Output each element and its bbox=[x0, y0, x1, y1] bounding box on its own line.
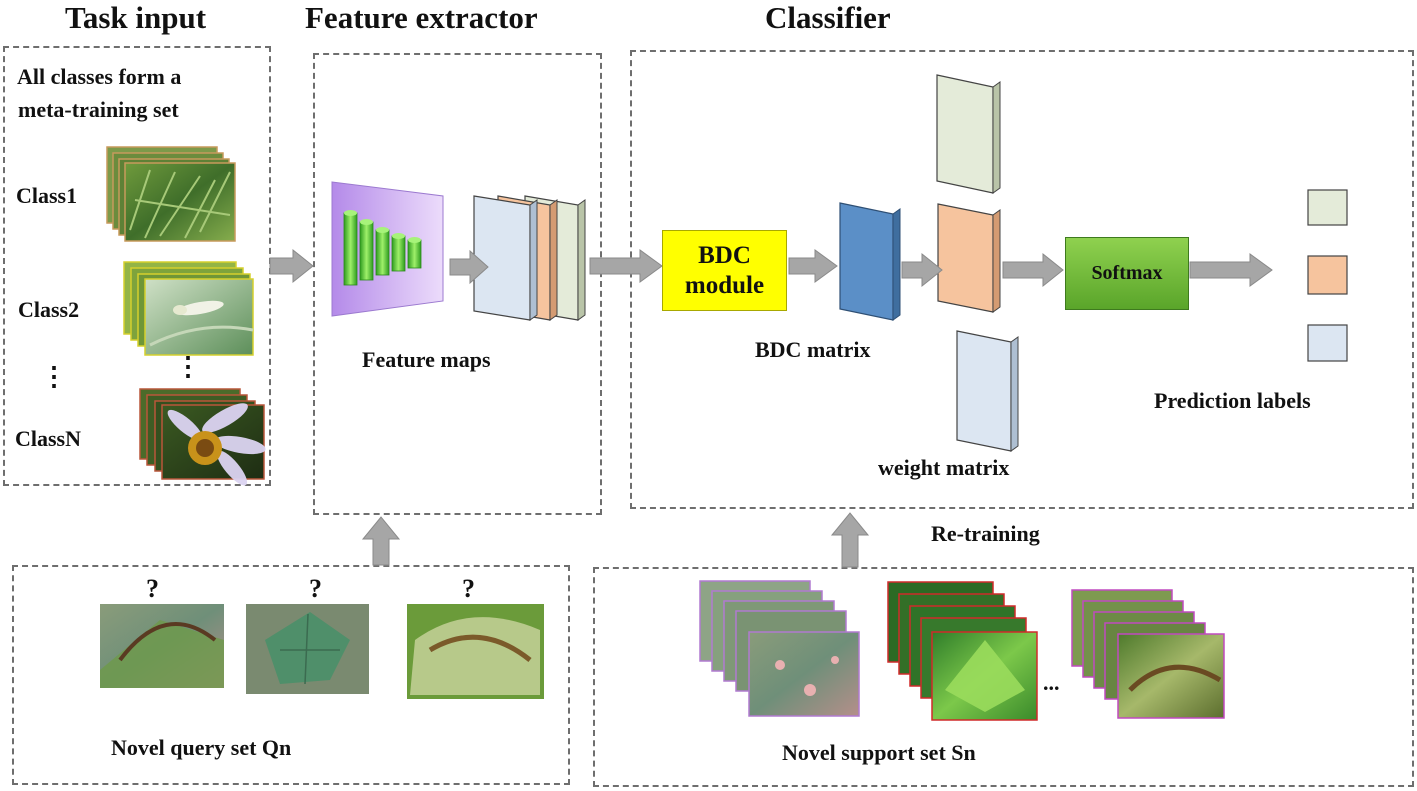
query-set-panel bbox=[12, 565, 570, 785]
heading-task-input: Task input bbox=[65, 0, 207, 35]
query-question-mark-3: ? bbox=[462, 574, 475, 603]
image-ellipsis: ⋮ bbox=[175, 352, 201, 381]
bdc-module-line1: BDC bbox=[698, 241, 751, 269]
class2-label: Class2 bbox=[18, 297, 80, 322]
feature-maps-label: Feature maps bbox=[362, 347, 491, 372]
prediction-labels-label: Prediction labels bbox=[1154, 388, 1311, 413]
weight-matrix-label: weight matrix bbox=[878, 455, 1010, 480]
softmax-box: Softmax bbox=[1065, 237, 1189, 310]
query-set-label: Novel query set Qn bbox=[111, 735, 292, 760]
query-question-mark-2: ? bbox=[309, 574, 322, 603]
meta-training-caption-line1: All classes form a bbox=[17, 64, 182, 89]
support-set-label: Novel support set Sn bbox=[782, 740, 976, 765]
classN-label: ClassN bbox=[15, 426, 82, 451]
heading-classifier: Classifier bbox=[765, 0, 891, 35]
feature-extractor-panel bbox=[313, 53, 602, 515]
class-ellipsis: ⋮ bbox=[41, 362, 67, 391]
class1-label: Class1 bbox=[16, 183, 78, 208]
retraining-label: Re-training bbox=[931, 521, 1040, 546]
support-set-ellipsis: ... bbox=[1043, 670, 1060, 695]
meta-training-caption-line2: meta-training set bbox=[18, 97, 179, 122]
bdc-matrix-label: BDC matrix bbox=[755, 337, 871, 362]
softmax-label: Softmax bbox=[1091, 262, 1163, 284]
query-question-mark-1: ? bbox=[146, 574, 159, 603]
bdc-module-box: BDC module bbox=[662, 230, 787, 311]
heading-feature-extractor: Feature extractor bbox=[305, 0, 538, 35]
bdc-module-line2: module bbox=[684, 271, 765, 299]
classifier-panel bbox=[630, 50, 1414, 509]
support-set-panel bbox=[593, 567, 1414, 787]
